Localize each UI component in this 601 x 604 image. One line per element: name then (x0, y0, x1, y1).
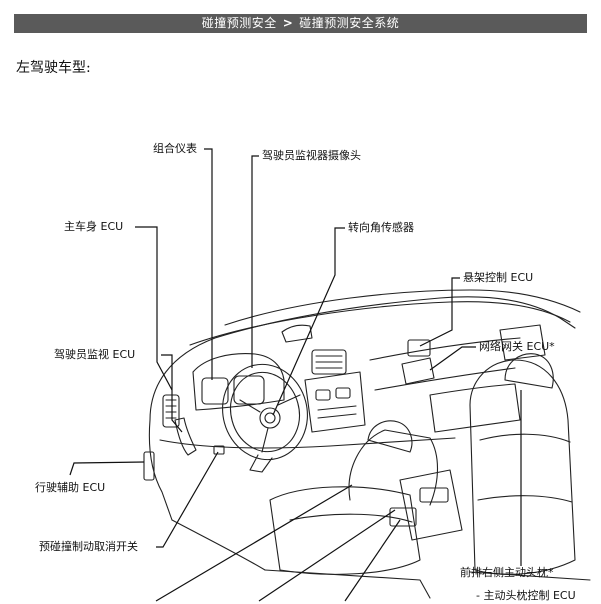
passenger-headrest (504, 353, 554, 389)
steering-wheel-inner (230, 371, 300, 453)
dashboard-lower (159, 437, 456, 449)
center-stack (304, 371, 366, 433)
passenger-seat-back (469, 359, 576, 575)
driving-support-ecu-module (143, 451, 155, 481)
leader-driver-monitor-camera (251, 155, 259, 368)
center-vent (311, 349, 347, 375)
steering-hub (259, 407, 281, 429)
leader-driving-support-ecu (69, 461, 145, 476)
label-combination-meter: 组合仪表 (153, 142, 197, 155)
label-front-right-active-headrest: 前排右侧主动头枕* (460, 566, 554, 579)
header-subsection: 碰撞预测安全系统 (299, 16, 400, 30)
leader-seat-2 (258, 509, 396, 602)
section-header-bar: 碰撞预测安全 > 碰撞预测安全系统 (14, 14, 587, 33)
label-steering-angle-sensor: 转向角传感器 (348, 221, 414, 234)
kick-panel (148, 419, 173, 521)
leader-suspension-control-ecu (419, 277, 460, 347)
instrument-cluster (192, 353, 285, 411)
leader-seat-3 (344, 519, 401, 602)
label-driving-support-ecu: 行驶辅助 ECU (35, 481, 106, 494)
driver-headrest (367, 420, 413, 453)
label-pre-crash-brake-off-switch: 预碰撞制动取消开关 (39, 540, 138, 553)
driver-seat-back (348, 429, 438, 506)
label-main-body-ecu: 主车身 ECU (64, 220, 124, 233)
leader-driver-monitor-ecu (161, 354, 183, 433)
gateway-ecu-module (401, 357, 435, 385)
leader-seat-1 (155, 484, 353, 602)
dashboard-top-edge (189, 301, 571, 346)
variant-title: 左驾驶车型: (16, 60, 91, 76)
leader-main-body-ecu (135, 226, 173, 391)
label-network-gateway-ecu: 网络网关 ECU* (479, 340, 555, 353)
suspension-ecu-module (407, 339, 431, 357)
cluster-display (201, 377, 229, 405)
header-section: 碰撞预测安全 (201, 16, 277, 30)
leader-steering-angle-sensor (272, 227, 345, 416)
leader-pre-crash-switch (156, 451, 219, 548)
leader-network-gateway-ecu (429, 346, 476, 371)
windshield-base (224, 289, 581, 326)
label-driver-monitor-ecu: 驾驶员监视 ECU (54, 348, 136, 361)
header-separator: > (282, 16, 294, 30)
cluster-gauge (233, 375, 265, 405)
leader-combination-meter (204, 148, 213, 380)
label-driver-monitor-camera: 驾驶员监视器摄像头 (262, 149, 361, 162)
label-suspension-control-ecu: 悬架控制 ECU (463, 271, 534, 284)
driver-seat-cushion (269, 486, 421, 575)
label-active-headrest-control-ecu: - 主动头枕控制 ECU (476, 589, 576, 602)
dashboard-outline (149, 296, 576, 421)
